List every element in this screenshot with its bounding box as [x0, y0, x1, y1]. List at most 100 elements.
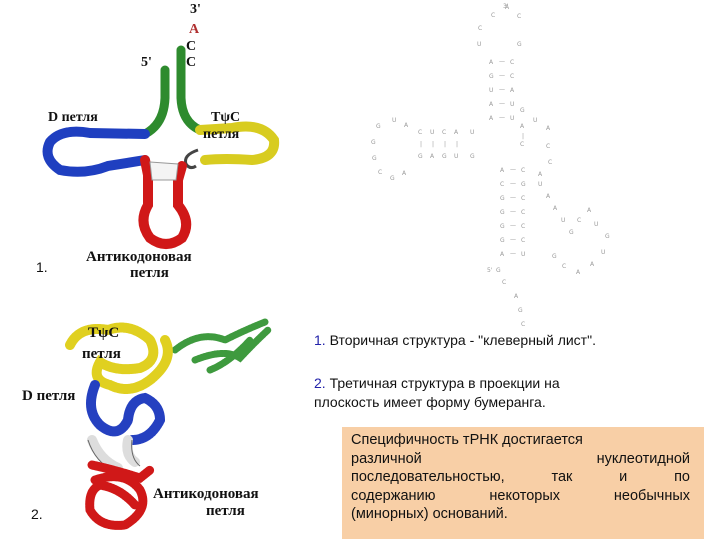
svg-text:—: —: [510, 166, 516, 173]
svg-text:C: C: [521, 167, 525, 174]
svg-text:G: G: [552, 253, 557, 260]
svg-text:A: A: [546, 193, 551, 200]
figure-number-2: 2.: [31, 506, 43, 522]
svg-text:A: A: [576, 269, 581, 276]
svg-text:U: U: [477, 41, 481, 48]
svg-text:A: A: [520, 123, 525, 130]
svg-text:G: G: [489, 73, 494, 80]
tertiary-structure-diagram: TψC петля D петля Антикодоновая петля: [22, 318, 272, 530]
note-line-1: Специфичность тРНК достигается: [351, 432, 583, 448]
note-line-3: последовательностью, так и по: [351, 469, 690, 485]
svg-text:—: —: [499, 100, 505, 107]
svg-text:G: G: [500, 223, 505, 230]
svg-text:C: C: [520, 141, 524, 148]
svg-text:C: C: [521, 237, 525, 244]
svg-text:—: —: [510, 222, 516, 229]
anticodon-arm-3d: [85, 460, 155, 530]
d-loop-label: D петля: [48, 110, 98, 125]
svg-text:C: C: [502, 279, 506, 286]
anticodon-label-line1: Антикодоновая: [86, 249, 192, 265]
acceptor-letter-c2: C: [186, 55, 196, 70]
svg-text:U: U: [392, 117, 396, 124]
svg-text:—: —: [499, 86, 505, 93]
svg-text:|: |: [522, 133, 524, 140]
note-line-2: различной нуклеотидной: [351, 450, 690, 467]
d-loop-label-3d: D петля: [22, 388, 75, 404]
svg-text:A: A: [538, 171, 543, 178]
tpsic-label-line2: петля: [203, 127, 240, 142]
svg-text:G: G: [517, 41, 522, 48]
caption-secondary-structure: 1. Вторичная структура - "клеверный лист…: [314, 332, 596, 348]
svg-text:U: U: [454, 153, 458, 160]
caption-2-number: 2.: [314, 375, 326, 391]
svg-text:—: —: [510, 208, 516, 215]
svg-text:G: G: [605, 233, 610, 240]
svg-text:C: C: [500, 181, 504, 188]
svg-text:|: |: [456, 141, 458, 148]
svg-text:C: C: [517, 13, 521, 20]
svg-text:C: C: [491, 12, 495, 19]
svg-text:A: A: [510, 87, 515, 94]
caption-2-text-line1: Третичная структура в проекции на: [329, 375, 560, 391]
svg-text:G: G: [521, 181, 526, 188]
svg-text:A: A: [500, 251, 505, 258]
acceptor-letter-a: A: [189, 22, 200, 37]
svg-text:C: C: [548, 159, 552, 166]
svg-text:A: A: [546, 125, 551, 132]
svg-text:—: —: [499, 72, 505, 79]
svg-text:C: C: [510, 59, 514, 66]
cloverleaf-core: [149, 161, 179, 181]
svg-text:U: U: [489, 87, 493, 94]
svg-text:A: A: [430, 153, 435, 160]
svg-text:C: C: [562, 263, 566, 270]
svg-text:A: A: [489, 115, 494, 122]
note-line-5: (минорных) оснований.: [351, 506, 508, 522]
caption-1-number: 1.: [314, 332, 326, 348]
svg-text:|: |: [444, 141, 446, 148]
svg-text:C: C: [521, 321, 525, 328]
svg-text:G: G: [470, 153, 475, 160]
svg-text:U: U: [538, 181, 542, 188]
svg-text:C: C: [521, 195, 525, 202]
acceptor-stem-strand-5: [140, 65, 170, 139]
svg-text:U: U: [470, 129, 474, 136]
tpsic-arm: [195, 121, 280, 166]
caption-1-text: Вторичная структура - "клеверный лист".: [329, 332, 596, 348]
tpsic-loop-3d: [65, 322, 173, 394]
svg-text:G: G: [518, 307, 523, 314]
svg-text:C: C: [418, 129, 422, 136]
svg-text:A: A: [590, 261, 595, 268]
svg-text:G: G: [390, 175, 395, 182]
svg-text:G: G: [496, 267, 501, 274]
cloverleaf-diagram: 3' A C C 5' D петля TψC петля Антикодоно…: [42, 2, 280, 281]
svg-text:A: A: [404, 122, 409, 129]
d-arm: [42, 126, 150, 177]
svg-text:G: G: [520, 107, 525, 114]
svg-text:|: |: [432, 141, 434, 148]
anticodon-label-3d-line2: петля: [206, 503, 245, 519]
svg-text:C: C: [478, 25, 482, 32]
svg-text:G: G: [372, 155, 377, 162]
svg-text:C: C: [521, 223, 525, 230]
caption-2-line1: 2. Третичная структура в проекции на: [314, 374, 560, 393]
five-prime-end-label: 5': [141, 55, 152, 70]
svg-text:A: A: [587, 207, 592, 214]
tpsic-label-line1: TψC: [211, 110, 240, 125]
anticodon-stem-pairs: A—C C—G G—C G—C G—C G—C A—U UAA UGC AUG …: [500, 166, 610, 276]
sequence-three-prime-end: 3': [503, 3, 509, 10]
svg-text:—: —: [510, 236, 516, 243]
svg-text:G: G: [442, 153, 447, 160]
svg-text:—: —: [499, 114, 505, 121]
variable-loop: [184, 148, 199, 170]
svg-text:G: G: [500, 209, 505, 216]
svg-text:G: G: [418, 153, 423, 160]
figure-number-1: 1.: [36, 259, 48, 275]
svg-text:A: A: [489, 101, 494, 108]
lower-strand: GC AG C: [496, 267, 525, 328]
svg-text:A: A: [505, 4, 510, 11]
tpsic-label-3d-line1: TψC: [88, 325, 119, 341]
svg-text:U: U: [430, 129, 434, 136]
anticodon-label-line2: петля: [130, 265, 169, 281]
note-line-4: содержанию некоторых необычных: [351, 487, 690, 504]
